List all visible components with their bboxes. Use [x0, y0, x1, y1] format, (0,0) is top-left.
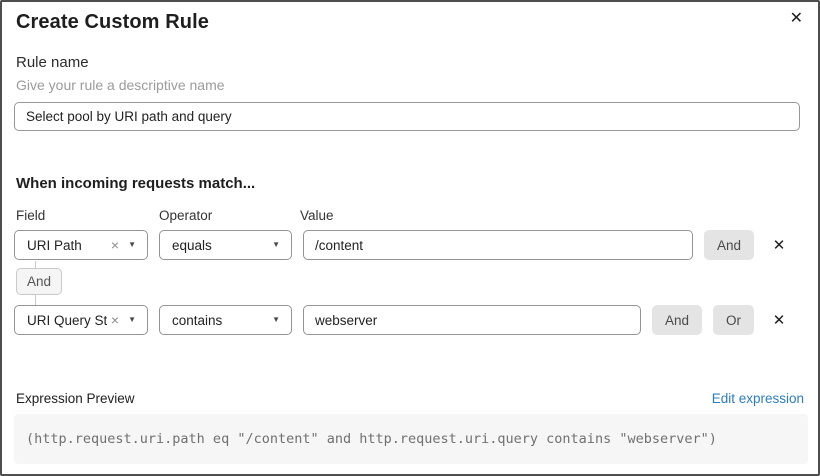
value-column-label: Value [300, 208, 334, 223]
add-and-condition-button[interactable]: And [651, 305, 702, 335]
dialog-title: Create Custom Rule [16, 11, 209, 33]
rule-name-input[interactable] [14, 102, 800, 131]
add-and-condition-button[interactable]: And [703, 230, 754, 260]
edit-expression-link[interactable]: Edit expression [711, 391, 804, 406]
close-icon[interactable]: ✕ [789, 10, 803, 27]
expression-preview-box: (http.request.uri.path eq "/content" and… [14, 414, 808, 464]
condition-connector: And [2, 261, 122, 305]
rule-name-label: Rule name [16, 54, 89, 71]
field-select[interactable]: URI Path × ▼ [14, 230, 148, 260]
operator-column-label: Operator [159, 208, 213, 223]
rule-name-helper-text: Give your rule a descriptive name [16, 77, 225, 93]
expression-code: (http.request.uri.path eq "/content" and… [26, 431, 717, 447]
operator-select[interactable]: contains ▼ [159, 305, 292, 335]
operator-select-value: equals [172, 237, 212, 253]
chevron-down-icon: ▼ [128, 315, 136, 324]
clear-selection-icon[interactable]: × [110, 237, 120, 253]
chevron-down-icon: ▼ [128, 240, 136, 249]
condition-column-labels: Field Operator Value [16, 208, 334, 223]
match-section-heading: When incoming requests match... [16, 175, 256, 192]
chevron-down-icon: ▼ [272, 315, 280, 324]
clear-selection-icon[interactable]: × [110, 312, 120, 328]
value-input[interactable] [303, 230, 693, 260]
value-input[interactable] [303, 305, 641, 335]
remove-row-icon[interactable]: ✕ [772, 311, 786, 329]
field-select-value: URI Query St... [27, 312, 107, 328]
field-select-value: URI Path [27, 237, 82, 253]
chevron-down-icon: ▼ [272, 240, 280, 249]
field-select[interactable]: URI Query St... × ▼ [14, 305, 148, 335]
condition-row: URI Query St... × ▼ contains ▼ And Or ✕ [14, 305, 790, 335]
expression-preview-label: Expression Preview [16, 391, 135, 406]
operator-select[interactable]: equals ▼ [159, 230, 292, 260]
field-column-label: Field [16, 208, 46, 223]
operator-select-value: contains [172, 312, 223, 328]
connector-and-chip[interactable]: And [16, 268, 63, 295]
condition-row: URI Path × ▼ equals ▼ And ✕ [14, 230, 790, 260]
add-or-condition-button[interactable]: Or [713, 305, 754, 335]
remove-row-icon[interactable]: ✕ [772, 236, 786, 254]
